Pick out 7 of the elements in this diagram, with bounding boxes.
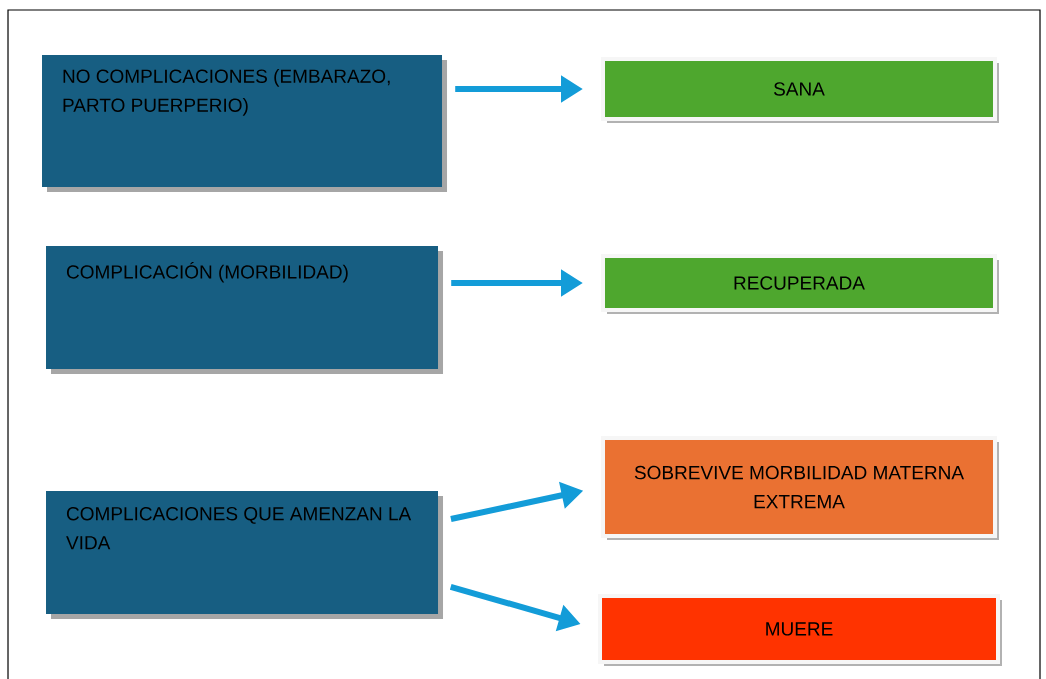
outcome-box: SOBREVIVE MORBILIDAD MATERNA EXTREMA (601, 436, 999, 540)
status-box: COMPLICACIONES QUE AMENZAN LA VIDA (46, 491, 443, 619)
status-box: COMPLICACIÓN (MORBILIDAD) (46, 246, 443, 374)
outcome-box: RECUPERADA (601, 254, 999, 314)
outcome-box: MUERE (598, 594, 1002, 666)
status-box: NO COMPLICACIONES (EMBARAZO, PARTO PUERPERIO) (42, 55, 447, 192)
outcome-box: SANA (601, 57, 999, 123)
